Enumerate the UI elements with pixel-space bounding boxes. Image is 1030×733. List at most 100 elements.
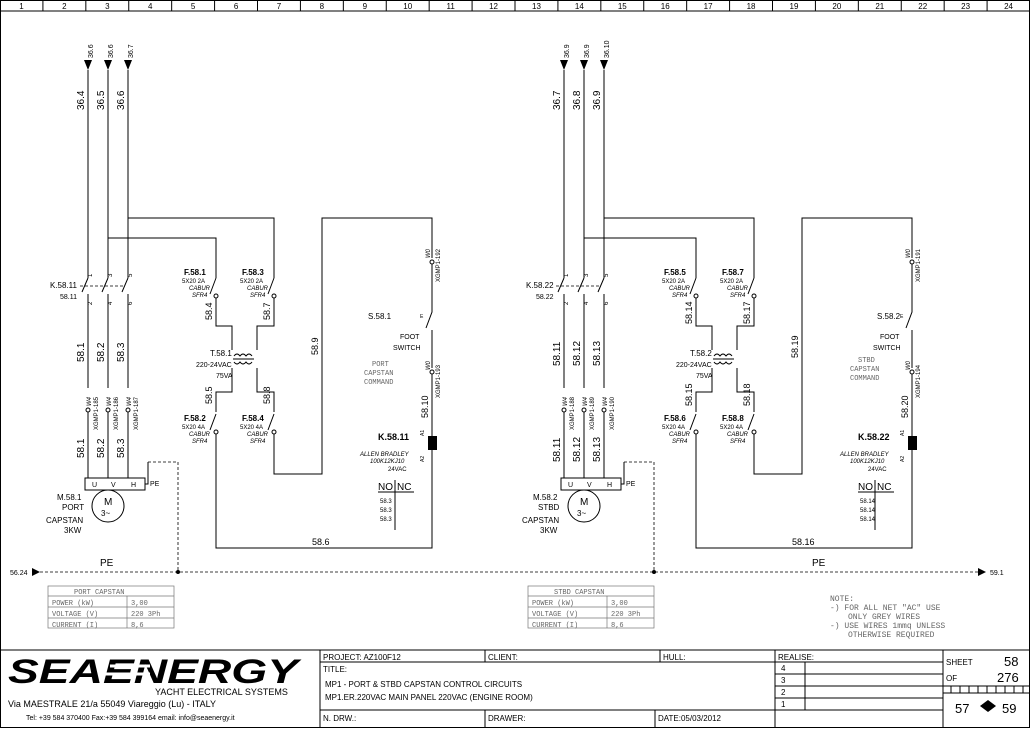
port-contact-2: 58.3 (380, 508, 392, 514)
port-tr-ratio: 220-24VAC (196, 362, 232, 369)
stbd-breaker-sublabel: 58.22 (536, 294, 554, 301)
stbd-breaker-contacts (557, 277, 605, 293)
port-wire-mid-1: 58.1 (76, 342, 87, 362)
stbd-pin-5: 5 (604, 273, 610, 277)
port-term-top: W0 (426, 248, 432, 258)
stbd-supply-arrows (560, 60, 608, 70)
column-number: 3 (105, 2, 110, 11)
tb-client: CLIENT: (488, 653, 518, 662)
stbd-wire-mid-2: 58.12 (572, 341, 583, 366)
stbd-wire-f1: 58.14 (684, 301, 694, 324)
port-wire-loop: 58.9 (310, 337, 320, 355)
port-motor-3ph: 3~ (101, 509, 110, 518)
stbd-f3-model: SFR4 (730, 293, 746, 299)
port-breaker-sublabel: 58.11 (60, 294, 77, 301)
port-f4-model: SFR4 (250, 439, 266, 445)
stbd-wire-top-3: 36.9 (592, 90, 603, 110)
port-tr-va: 75VA (216, 373, 233, 380)
column-number: 22 (918, 2, 927, 11)
port-wire-f4: 58.8 (262, 386, 272, 404)
column-number: 2 (62, 2, 67, 11)
port-return-wire (215, 434, 433, 549)
tb-rev-1: 1 (781, 700, 786, 709)
note-line-2: ONLY GREY WIRES (848, 613, 920, 622)
logo-wordmark: SEAENERGY (8, 653, 303, 691)
port-term-mid: W0 (426, 360, 432, 370)
stbd-term-ref-2: XGMP1-189 (590, 396, 596, 430)
stbd-f3-spec: 5X20 2A (720, 279, 743, 285)
stbd-term-top: W0 (906, 248, 912, 258)
port-pin-1: 1 (88, 273, 94, 277)
stbd-coil-brand: ALLEN BRADLEY (839, 452, 890, 458)
stbd-ref-2: 36.9 (584, 44, 591, 58)
port-fuses-2-4 (209, 413, 275, 431)
port-breaker-label: K.58.11 (50, 281, 78, 290)
stbd-motor-pin-h: H (607, 482, 612, 489)
sheet-nav-arrows-icon[interactable] (980, 700, 996, 712)
stbd-tr-secondary (695, 368, 755, 412)
port-motor-power: 3KW (64, 526, 82, 535)
port-wire-mid-3: 58.3 (116, 342, 127, 362)
stbd-pin-6: 6 (604, 301, 610, 305)
stbd-motor-m: M (580, 497, 588, 508)
port-tr-id: T.58.1 (210, 349, 232, 358)
stbd-f4-model: SFR4 (730, 439, 746, 445)
port-motor-symbol (91, 489, 125, 523)
stbd-term-3: W4 (603, 396, 609, 406)
tb-realise: REALISE: (778, 653, 814, 662)
port-coil-brand: ALLEN BRADLEY (359, 452, 410, 458)
port-supply-wires (87, 70, 129, 278)
column-number: 17 (704, 2, 713, 11)
port-contact-table (378, 480, 414, 530)
stbd-fuses-1-3 (689, 277, 755, 295)
column-number: 10 (403, 2, 412, 11)
stbd-f1-spec: 5X20 2A (662, 279, 685, 285)
stbd-motor-power: 3KW (540, 526, 558, 535)
pe-label-port: PE (100, 558, 114, 569)
tb-sheet-number: 58 (1004, 654, 1018, 669)
port-f2-id: F.58.2 (184, 414, 206, 423)
stbd-foot-switch (905, 264, 913, 329)
tb-rev-2: 2 (781, 688, 786, 697)
port-f3-brand: CABUR (247, 286, 269, 292)
port-relay-coil (428, 436, 437, 450)
stbd-wire-top-1: 36.7 (552, 90, 563, 110)
stbd-pin-1: 1 (564, 273, 570, 277)
tb-next-sheet: 59 (1002, 701, 1016, 716)
port-motor-terminals (85, 407, 131, 413)
port-term-top-ref: XGMP1-192 (436, 248, 442, 282)
stbd-coil-model: 100K12KJ10 (850, 459, 885, 465)
port-wire-low-3: 58.3 (116, 438, 127, 458)
column-number: 5 (191, 2, 196, 11)
stbd-wire-bottom: 58.16 (792, 537, 815, 547)
note-block: NOTE: -) FOR ALL NET "AC" USE ONLY GREY … (830, 595, 945, 640)
column-number: 24 (1004, 2, 1013, 11)
stbd-table-title: STBD CAPSTAN (554, 589, 604, 597)
port-term-1: W4 (87, 396, 93, 406)
port-f1-model: SFR4 (192, 293, 208, 299)
stbd-contact-no: NO (858, 482, 873, 493)
column-number: 1 (19, 2, 24, 11)
stbd-tr-ratio: 220-24VAC (676, 362, 712, 369)
stbd-wire-low-3: 58.13 (592, 437, 603, 462)
tb-project: PROJECT: AZ100F12 (323, 653, 401, 662)
port-wire-coil: 58.10 (420, 395, 430, 418)
port-motor-pe: PE (150, 481, 160, 488)
stbd-wire-coil: 58.20 (900, 395, 910, 418)
stbd-f2-model: SFR4 (672, 439, 688, 445)
stbd-term-1: W4 (563, 396, 569, 406)
tb-rev-4: 4 (781, 664, 786, 673)
port-table-v1: 3,00 (131, 600, 148, 608)
column-number: 4 (148, 2, 153, 11)
logo-address: Via MAESTRALE 21/a 55049 Viareggio (Lu) … (8, 699, 216, 709)
port-switch-label-2: SWITCH (393, 345, 421, 352)
port-coil-id: K.58.11 (378, 432, 409, 442)
port-ref-3: 36.7 (128, 44, 135, 58)
port-tr-primary (215, 298, 275, 350)
stbd-tr-va: 75VA (696, 373, 713, 380)
port-pin-3: 3 (108, 273, 114, 277)
note-title: NOTE: (830, 595, 854, 604)
port-breaker-contacts (81, 277, 129, 293)
